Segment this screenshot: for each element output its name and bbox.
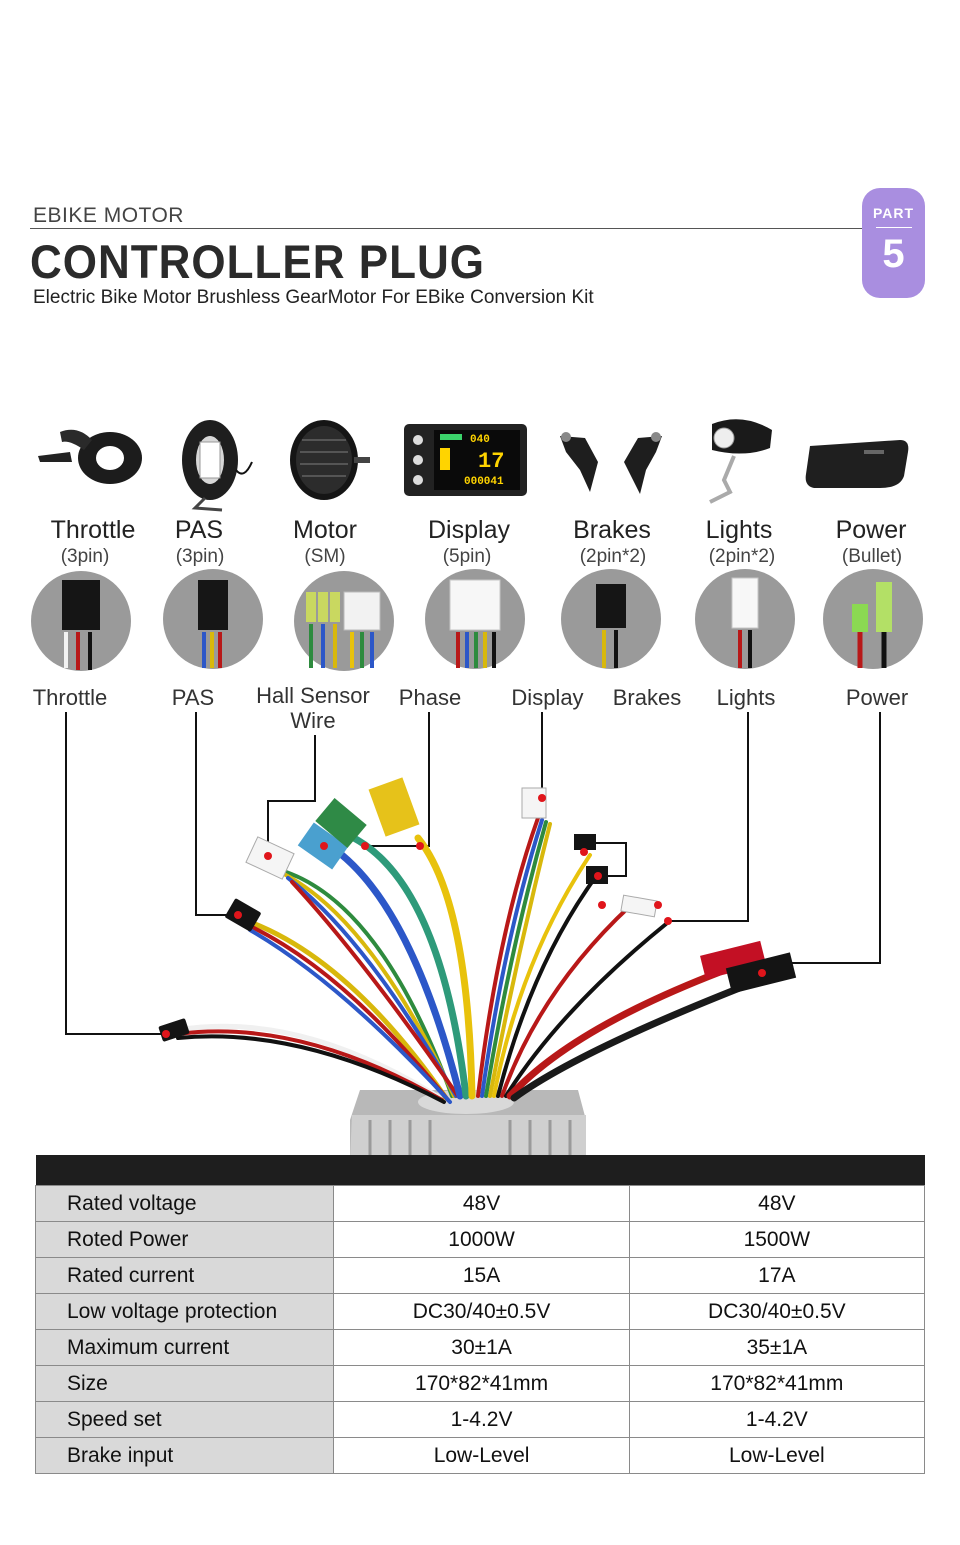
thumb-throttle-icon xyxy=(38,429,142,484)
wiring-diagram: 040 17 000041 xyxy=(31,419,923,1160)
connector-label-lights: Lights xyxy=(716,685,776,710)
headlight-icon xyxy=(709,419,772,504)
part-spec-pas: (3pin) xyxy=(175,546,225,567)
part-name-display: Display xyxy=(428,516,510,544)
part-name-power: Power xyxy=(835,516,907,544)
part-name-lights: Lights xyxy=(705,516,773,544)
connector-label-power: Power xyxy=(845,685,909,710)
spec-label: Low voltage protection xyxy=(34,1293,335,1330)
display-speed-readout: 17 xyxy=(478,449,504,474)
connector-label-hall-sensor: Hall Sensor Wire xyxy=(256,683,370,733)
lcd-display-icon: 040 17 000041 xyxy=(404,424,527,496)
plug-motor-sm xyxy=(294,571,394,671)
spec-value-1: DC30/40±0.5V xyxy=(333,1293,630,1330)
part-name-throttle: Throttle xyxy=(50,516,136,544)
pas-sensor-icon xyxy=(182,420,253,512)
plug-power-bullet xyxy=(823,569,923,669)
part-spec-brakes: (2pin*2) xyxy=(579,546,647,567)
spec-value-1: 1000W xyxy=(333,1221,630,1258)
spec-value-1: Low-Level xyxy=(333,1437,630,1474)
connector-label-brakes: Brakes xyxy=(612,685,682,710)
plug-throttle-3pin xyxy=(31,571,131,671)
plug-pas-3pin xyxy=(163,569,263,669)
spec-value-1: 48V xyxy=(333,1185,630,1222)
controller-housing xyxy=(350,1090,586,1160)
part-name-pas: PAS xyxy=(174,516,224,544)
connector-label-phase: Phase xyxy=(398,685,462,710)
part-spec-lights: (2pin*2) xyxy=(708,546,776,567)
spec-value-2: Low-Level xyxy=(628,1437,926,1474)
plug-lights-2pin xyxy=(695,569,795,669)
badge-divider xyxy=(875,227,912,228)
display-top-readout: 040 xyxy=(470,434,490,446)
part-badge: PART 5 xyxy=(862,188,925,298)
spec-value-2: 17A xyxy=(628,1257,926,1294)
connector-label-throttle: Throttle xyxy=(32,685,108,710)
part-name-motor: Motor xyxy=(293,516,357,544)
spec-label: Maximum current xyxy=(34,1329,335,1366)
spec-value-2: 35±1A xyxy=(628,1329,926,1366)
spec-value-1: 170*82*41mm xyxy=(333,1365,630,1402)
part-spec-throttle: (3pin) xyxy=(60,546,110,567)
wire-harness xyxy=(175,816,764,1104)
spec-value-2: 170*82*41mm xyxy=(628,1365,926,1402)
header-divider xyxy=(30,228,865,229)
spec-label: Speed set xyxy=(34,1401,335,1438)
hub-motor-icon xyxy=(290,420,370,500)
spec-label: Size xyxy=(34,1365,335,1402)
part-name-brakes: Brakes xyxy=(573,516,651,544)
spec-value-1: 15A xyxy=(333,1257,630,1294)
brake-lever-icon xyxy=(560,432,662,494)
leader-lines xyxy=(65,712,881,1035)
spec-label: Roted Power xyxy=(34,1221,335,1258)
spec-value-2: DC30/40±0.5V xyxy=(628,1293,926,1330)
part-spec-display: (5pin) xyxy=(442,546,492,567)
spec-value-1: 30±1A xyxy=(333,1329,630,1366)
battery-icon xyxy=(805,440,909,488)
display-odo-readout: 000041 xyxy=(464,476,504,488)
badge-number: 5 xyxy=(882,232,905,276)
spec-value-1: 1-4.2V xyxy=(333,1401,630,1438)
badge-label: PART xyxy=(872,205,915,221)
eyebrow-text: EBIKE MOTOR xyxy=(33,204,184,227)
part-spec-power: (Bullet) xyxy=(841,546,903,567)
spec-label: Rated current xyxy=(34,1257,335,1294)
part-spec-motor: (SM) xyxy=(304,546,346,567)
page-subtitle: Electric Bike Motor Brushless GearMotor … xyxy=(33,287,594,308)
plug-display-5pin xyxy=(425,569,525,669)
page-title: CONTROLLER PLUG xyxy=(30,236,485,289)
red-markers xyxy=(162,794,766,1038)
spec-value-2: 1500W xyxy=(628,1221,926,1258)
spec-label: Brake input xyxy=(34,1437,335,1474)
connector-label-display: Display xyxy=(511,685,584,710)
spec-label: Rated voltage xyxy=(34,1185,335,1222)
spec-value-2: 1-4.2V xyxy=(628,1401,926,1438)
plug-brakes-2pin xyxy=(561,569,661,669)
spec-table-header xyxy=(35,1155,925,1186)
spec-value-2: 48V xyxy=(628,1185,926,1222)
connector-label-pas: PAS xyxy=(171,685,215,710)
